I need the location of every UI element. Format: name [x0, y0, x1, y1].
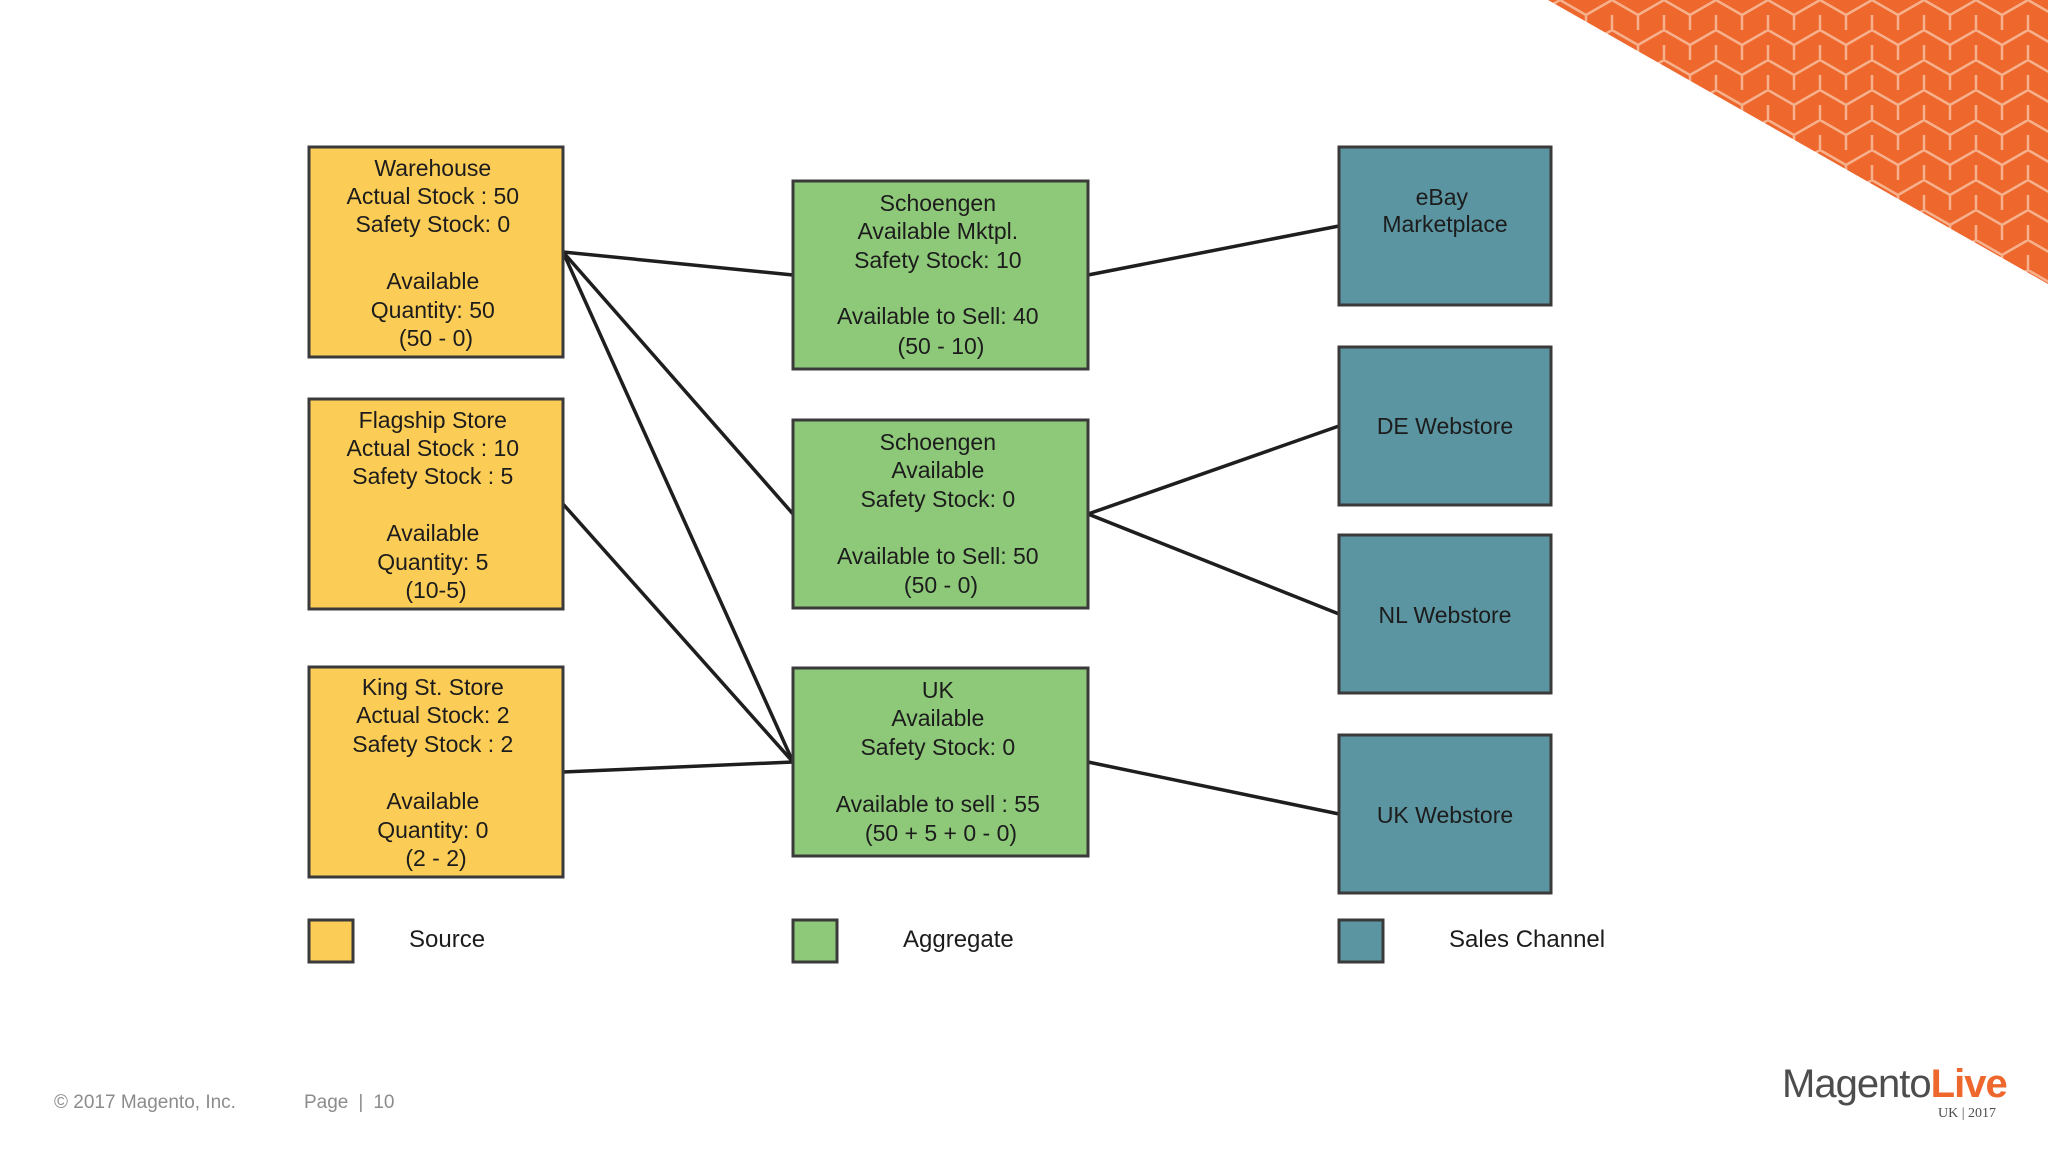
node-label: UK Webstore	[1377, 802, 1513, 828]
node-box	[307, 665, 565, 879]
node-label: Warehouse Actual Stock : 50 Safety Stock…	[347, 155, 526, 351]
page-label: Page	[304, 1092, 349, 1113]
source-node-king-st-store: King St. Store Actual Stock: 2 Safety St…	[307, 665, 565, 879]
edge-uk-to-ukweb	[1087, 760, 1340, 816]
edge-warehouse-to-mktpl	[562, 250, 794, 277]
legend-swatch-sales-channel	[1337, 918, 1385, 964]
channel-node-nl-webstore: NL Webstore	[1337, 533, 1553, 695]
node-label: DE Webstore	[1377, 413, 1513, 439]
node-box	[791, 666, 1090, 858]
node-box	[307, 397, 565, 611]
node-label: King St. Store Actual Stock: 2 Safety St…	[352, 674, 519, 871]
logo-wordmark: MagentoLive	[1782, 1062, 2008, 1106]
source-node-warehouse: Warehouse Actual Stock : 50 Safety Stock…	[307, 145, 565, 359]
node-label: Flagship Store Actual Stock : 10 Safety …	[347, 407, 526, 603]
legend: Source Aggregate Sales Channel	[307, 918, 1605, 964]
node-label: UK Available Safety Stock: 0 Available t…	[836, 677, 1047, 846]
legend-label-sales-channel: Sales Channel	[1449, 926, 1605, 953]
page-separator: |	[358, 1092, 364, 1113]
connection-lines	[561, 224, 1340, 816]
edge-mktpl-to-ebay	[1087, 224, 1340, 277]
node-label: Schoengen Available Safety Stock: 0 Avai…	[837, 429, 1045, 598]
node-label: NL Webstore	[1379, 602, 1512, 628]
legend-label-source: Source	[409, 926, 485, 953]
legend-label-aggregate: Aggregate	[903, 926, 1014, 953]
node-box	[791, 418, 1090, 610]
decorative-cube-pattern	[1548, 0, 2048, 284]
node-box	[307, 145, 565, 359]
edge-warehouse-to-uk	[561, 251, 795, 763]
page-number: 10	[373, 1092, 395, 1113]
nodes: Warehouse Actual Stock : 50 Safety Stock…	[307, 145, 1553, 895]
legend-swatch-source	[307, 918, 355, 964]
edge-available-to-de	[1087, 424, 1340, 516]
copyright-text: © 2017 Magento, Inc.	[54, 1092, 236, 1113]
legend-swatch-aggregate	[791, 918, 839, 964]
edge-kingst-to-uk	[562, 760, 794, 774]
page-indicator: Page | 10	[304, 1092, 394, 1114]
edge-warehouse-to-available	[561, 250, 795, 516]
magento-live-logo: MagentoLive UK | 2017	[1782, 1062, 2012, 1122]
channel-node-uk-webstore: UK Webstore	[1337, 733, 1553, 895]
node-label: eBay Marketplace	[1382, 184, 1507, 237]
source-node-flagship-store: Flagship Store Actual Stock : 10 Safety …	[307, 397, 565, 611]
node-box	[1337, 345, 1553, 507]
channel-node-de-webstore: DE Webstore	[1337, 345, 1553, 507]
node-box	[1337, 533, 1553, 695]
channel-node-ebay-marketplace: eBay Marketplace	[1337, 145, 1553, 307]
node-label: Schoengen Available Mktpl. Safety Stock:…	[837, 190, 1045, 359]
logo-edition: UK | 2017	[1937, 1106, 1996, 1121]
node-box	[1337, 145, 1553, 307]
aggregate-node-schoengen-mktpl: Schoengen Available Mktpl. Safety Stock:…	[791, 179, 1090, 371]
edge-flagship-to-uk	[561, 502, 795, 764]
node-box	[1337, 733, 1553, 895]
aggregate-node-uk-available: UK Available Safety Stock: 0 Available t…	[791, 666, 1090, 858]
edge-available-to-nl	[1087, 512, 1340, 616]
node-box	[791, 179, 1090, 371]
aggregate-node-schoengen-available: Schoengen Available Safety Stock: 0 Avai…	[791, 418, 1090, 610]
